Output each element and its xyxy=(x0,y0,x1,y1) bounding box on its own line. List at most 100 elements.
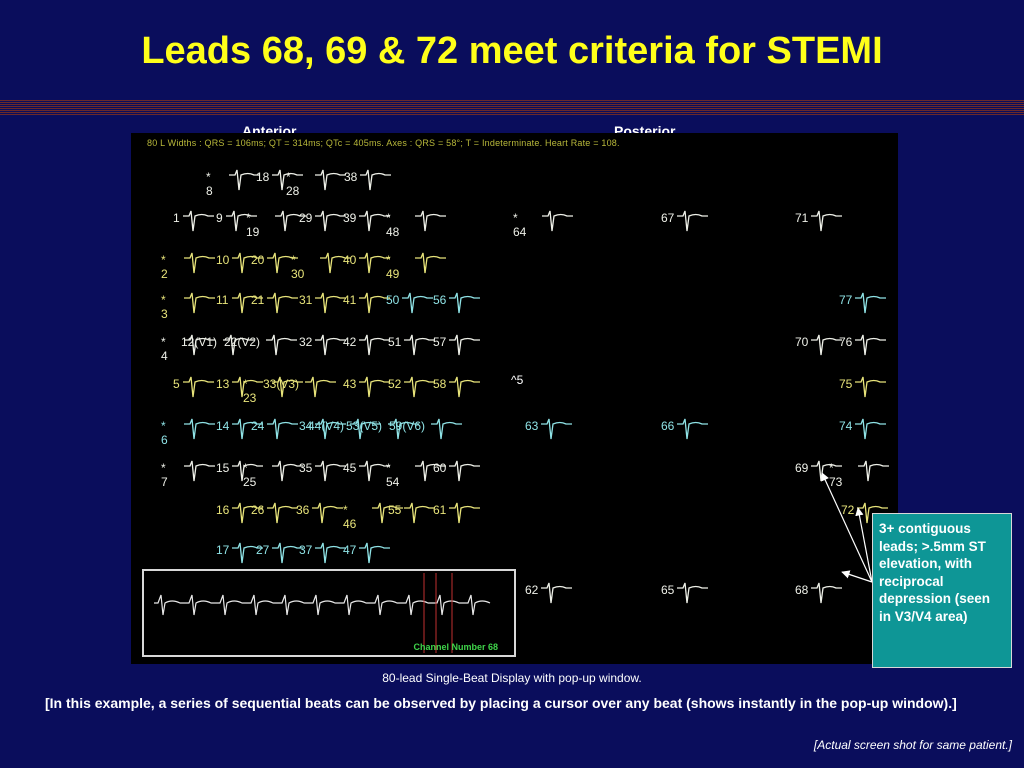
lead-label[interactable]: 33(V3) xyxy=(263,377,300,391)
lead-waveform[interactable] xyxy=(358,207,392,235)
lead-waveform[interactable] xyxy=(358,373,392,401)
lead-label[interactable]: 21 xyxy=(251,293,265,307)
lead-label[interactable]: * 7 xyxy=(161,461,168,489)
lead-label[interactable]: 35 xyxy=(299,461,313,475)
lead-waveform[interactable] xyxy=(540,579,574,607)
lead-label[interactable]: 1 xyxy=(173,211,180,225)
lead-waveform[interactable] xyxy=(311,499,345,527)
lead-waveform[interactable] xyxy=(810,207,844,235)
lead-label[interactable]: 55 xyxy=(388,503,402,517)
lead-waveform[interactable] xyxy=(448,457,482,485)
popup-window[interactable]: Channel Number 68 xyxy=(142,569,516,657)
lead-label[interactable]: 65 xyxy=(661,583,675,597)
lead-waveform[interactable] xyxy=(358,331,392,359)
lead-waveform[interactable] xyxy=(225,207,259,235)
lead-waveform[interactable] xyxy=(274,207,308,235)
lead-label[interactable]: 26 xyxy=(251,503,265,517)
lead-label[interactable]: 58 xyxy=(433,377,447,391)
lead-label[interactable]: 16 xyxy=(216,503,230,517)
lead-waveform[interactable] xyxy=(314,457,348,485)
lead-label[interactable]: * 54 xyxy=(386,461,400,489)
lead-label[interactable]: 40 xyxy=(343,253,357,267)
lead-waveform[interactable] xyxy=(222,331,256,359)
lead-waveform[interactable] xyxy=(231,289,265,317)
lead-waveform[interactable] xyxy=(857,457,891,485)
lead-label[interactable]: * 4 xyxy=(161,335,168,363)
lead-waveform[interactable] xyxy=(314,331,348,359)
lead-label[interactable]: 66 xyxy=(661,419,675,433)
lead-label[interactable]: * 23 xyxy=(243,377,257,405)
lead-waveform[interactable] xyxy=(231,415,265,443)
lead-label[interactable]: * 73 xyxy=(829,461,843,489)
lead-label[interactable]: 45 xyxy=(343,461,357,475)
lead-waveform[interactable] xyxy=(231,499,265,527)
lead-label[interactable]: 37 xyxy=(299,543,313,557)
lead-label[interactable]: 60 xyxy=(433,461,447,475)
lead-label[interactable]: 5 xyxy=(173,377,180,391)
lead-waveform[interactable] xyxy=(271,457,305,485)
lead-waveform[interactable] xyxy=(854,331,888,359)
lead-waveform[interactable] xyxy=(314,415,348,443)
lead-label[interactable]: 10 xyxy=(216,253,230,267)
lead-label[interactable]: 18 xyxy=(256,170,270,184)
lead-waveform[interactable] xyxy=(231,249,265,277)
lead-waveform[interactable] xyxy=(414,249,448,277)
lead-label[interactable]: 29 xyxy=(299,211,313,225)
lead-label[interactable]: 68 xyxy=(795,583,809,597)
lead-waveform[interactable] xyxy=(810,579,844,607)
lead-waveform[interactable] xyxy=(266,249,300,277)
lead-label[interactable]: 72 xyxy=(841,503,855,517)
lead-waveform[interactable] xyxy=(448,499,482,527)
lead-waveform[interactable] xyxy=(266,415,300,443)
lead-label[interactable]: 27 xyxy=(256,543,270,557)
lead-waveform[interactable] xyxy=(349,415,383,443)
lead-waveform[interactable] xyxy=(231,539,265,567)
lead-label[interactable]: 57 xyxy=(433,335,447,349)
lead-waveform[interactable] xyxy=(314,207,348,235)
lead-waveform[interactable] xyxy=(228,166,262,194)
lead-label[interactable]: 67 xyxy=(661,211,675,225)
lead-waveform[interactable] xyxy=(183,457,217,485)
lead-label[interactable]: 20 xyxy=(251,253,265,267)
lead-label[interactable]: * 6 xyxy=(161,419,168,447)
lead-waveform[interactable] xyxy=(314,539,348,567)
lead-label[interactable]: 74 xyxy=(839,419,853,433)
lead-label[interactable]: 61 xyxy=(433,503,447,517)
lead-waveform[interactable] xyxy=(304,373,338,401)
lead-waveform[interactable] xyxy=(266,289,300,317)
lead-label[interactable]: 32 xyxy=(299,335,313,349)
lead-label[interactable]: 11 xyxy=(216,293,229,307)
lead-label[interactable]: 62 xyxy=(525,583,539,597)
lead-label[interactable]: 15 xyxy=(216,461,230,475)
lead-label[interactable]: * 19 xyxy=(246,211,260,239)
lead-waveform[interactable] xyxy=(314,166,348,194)
lead-waveform[interactable] xyxy=(430,415,464,443)
lead-label[interactable]: 39 xyxy=(343,211,357,225)
lead-label[interactable]: * 46 xyxy=(343,503,357,531)
lead-label[interactable]: 13 xyxy=(216,377,230,391)
lead-waveform[interactable] xyxy=(231,457,265,485)
lead-waveform[interactable] xyxy=(810,457,844,485)
lead-waveform[interactable] xyxy=(319,249,353,277)
lead-waveform[interactable] xyxy=(183,249,217,277)
lead-waveform[interactable] xyxy=(403,373,437,401)
lead-waveform[interactable] xyxy=(448,331,482,359)
lead-label[interactable]: 76 xyxy=(839,335,853,349)
lead-label[interactable]: 12(V1) xyxy=(181,335,218,349)
lead-label[interactable]: * 2 xyxy=(161,253,168,281)
lead-waveform[interactable] xyxy=(182,207,216,235)
lead-label[interactable]: 24 xyxy=(251,419,265,433)
lead-label[interactable]: 50 xyxy=(386,293,400,307)
lead-waveform[interactable] xyxy=(271,373,305,401)
lead-waveform[interactable] xyxy=(676,579,710,607)
lead-label[interactable]: 17 xyxy=(216,543,230,557)
lead-waveform[interactable] xyxy=(271,539,305,567)
lead-label[interactable]: * 25 xyxy=(243,461,257,489)
lead-waveform[interactable] xyxy=(371,499,405,527)
lead-waveform[interactable] xyxy=(266,499,300,527)
lead-label[interactable]: 42 xyxy=(343,335,357,349)
lead-label[interactable]: 52 xyxy=(388,377,402,391)
lead-label[interactable]: 53(V5) xyxy=(346,419,383,433)
lead-waveform[interactable] xyxy=(414,207,448,235)
lead-label[interactable]: 77 xyxy=(839,293,853,307)
